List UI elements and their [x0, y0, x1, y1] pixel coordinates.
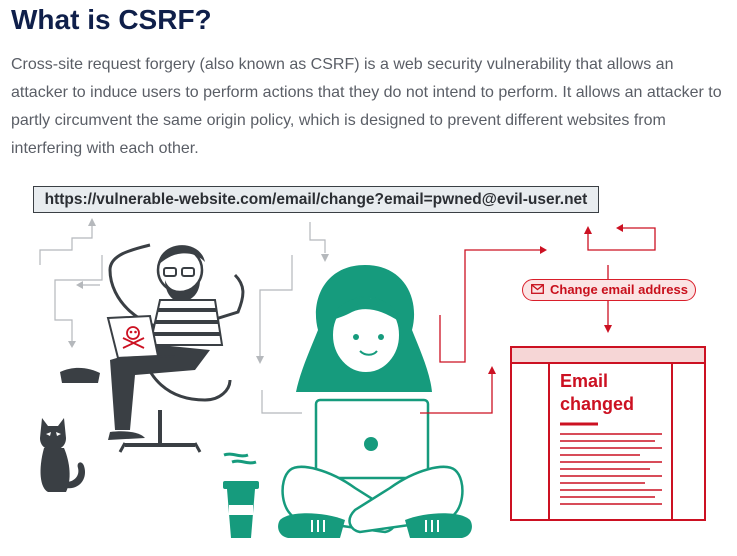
- change-email-text: Change email address: [550, 282, 688, 297]
- browser-window: [510, 346, 706, 521]
- coffee-cup-icon: [223, 452, 259, 538]
- change-email-label: Change email address: [522, 279, 696, 301]
- malicious-url-bar: https://vulnerable-website.com/email/cha…: [33, 186, 599, 213]
- email-changed-text: Email changed: [560, 371, 635, 414]
- attacker-figure: [60, 243, 245, 453]
- attacker-flow-lines: [39, 223, 103, 345]
- page-title: What is CSRF?: [11, 4, 212, 35]
- envelope-icon: [531, 284, 544, 294]
- victim-figure: [278, 265, 472, 538]
- request-flow-lines: [420, 227, 656, 414]
- victim-flow-lines: [259, 222, 326, 414]
- cat-icon: [40, 418, 86, 492]
- page-text-lines: [560, 433, 662, 505]
- skull-crossbones-icon: [122, 326, 145, 349]
- intro-paragraph: Cross-site request forgery (also known a…: [11, 56, 722, 157]
- csrf-illustration: [39, 218, 706, 538]
